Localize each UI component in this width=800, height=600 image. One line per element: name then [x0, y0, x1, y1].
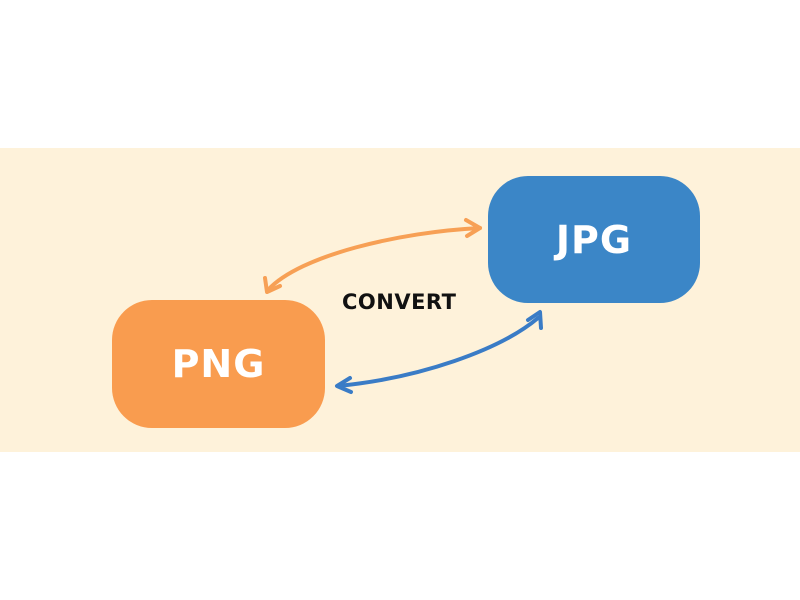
convert-label: CONVERT — [342, 290, 457, 314]
jpg-node: JPG — [488, 176, 700, 303]
orange-arrow — [263, 218, 482, 294]
png-label: PNG — [171, 342, 266, 386]
blue-arrow — [335, 310, 543, 394]
png-node: PNG — [112, 300, 325, 428]
jpg-label: JPG — [555, 217, 633, 262]
